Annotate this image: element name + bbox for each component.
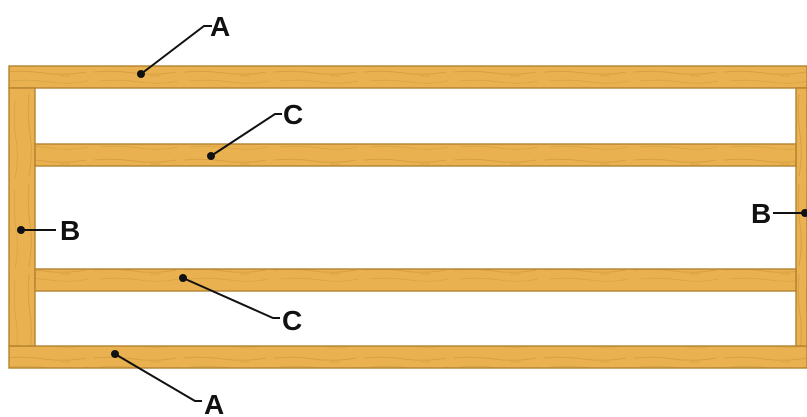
left-stile-board	[8, 87, 36, 347]
bottom-rail-board	[8, 345, 807, 369]
upper-middle-rail-board	[34, 143, 797, 167]
pointer-dot-bottom-rail	[111, 350, 119, 358]
pointer-dot-lower-middle-rail	[179, 274, 187, 282]
pointer-dot-left-stile	[17, 226, 25, 234]
pointer-dot-right-stile	[801, 209, 807, 217]
label-bottom-rail: A	[204, 389, 224, 417]
leader-line-bottom-rail	[114, 353, 202, 402]
top-rail-board	[8, 65, 807, 89]
leader-line-top-rail	[140, 25, 212, 75]
leader-line-upper-middle-rail	[210, 113, 282, 157]
leader-line-lower-middle-rail	[182, 277, 280, 319]
right-stile-board	[795, 87, 807, 347]
label-left-stile: B	[60, 215, 80, 246]
label-top-rail: A	[210, 11, 230, 42]
pointer-dot-upper-middle-rail	[207, 152, 215, 160]
label-upper-middle-rail: C	[283, 99, 303, 130]
pointer-dot-top-rail	[137, 70, 145, 78]
label-lower-middle-rail: C	[282, 305, 302, 336]
label-right-stile: B	[751, 198, 771, 229]
lower-middle-rail-board	[34, 268, 797, 292]
